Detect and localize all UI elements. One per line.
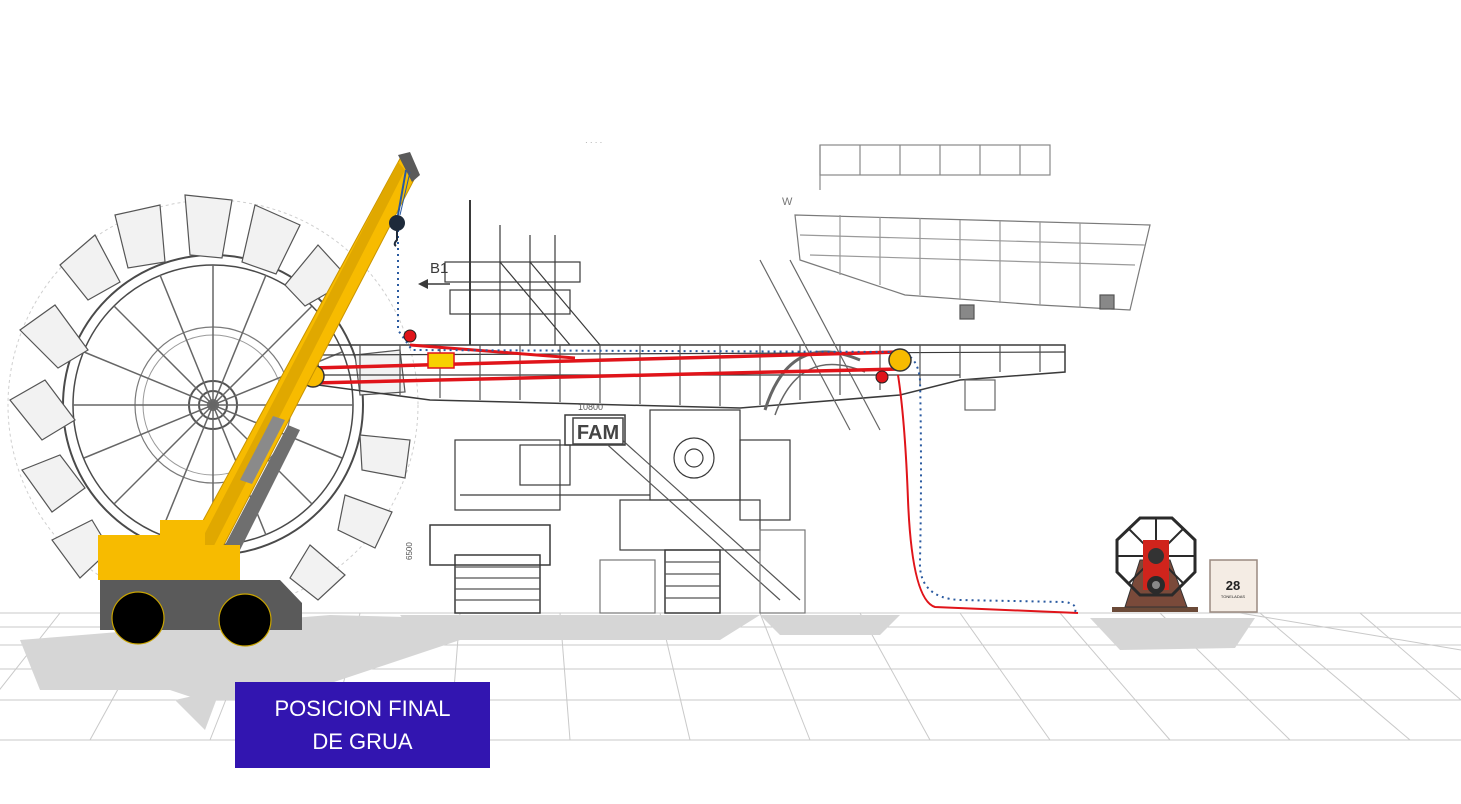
- rigging-line-upper: [312, 350, 901, 370]
- crane-wheel-rear: [218, 593, 272, 647]
- cable-red: [897, 374, 1079, 614]
- pulley-right: [888, 348, 912, 372]
- final-position-line1: POSICION FINAL: [274, 696, 451, 721]
- crane-wheel-front: [111, 591, 165, 645]
- arrow-b1-head: [418, 279, 428, 289]
- crane-boom-tip: [398, 152, 420, 182]
- winch-reel: [1115, 516, 1197, 597]
- cable-winch: [1112, 516, 1198, 612]
- mobile-crane: [98, 152, 420, 647]
- weight-box: 28 TONELADAS: [1209, 559, 1258, 613]
- fam-logo: FAM: [577, 422, 619, 444]
- rigging: [301, 230, 1079, 614]
- final-position-label: POSICION FINAL DE GRUA: [235, 682, 490, 768]
- final-position-line2: DE GRUA: [312, 729, 413, 754]
- crane-hydraulic-ram: [225, 425, 300, 550]
- label-dots: · · · ·: [585, 138, 602, 147]
- excavator-structure: [317, 144, 1151, 614]
- load-block: [427, 352, 455, 369]
- rigging-link: [409, 343, 576, 360]
- crane-hook-block: [389, 215, 405, 231]
- label-w: W: [782, 196, 793, 208]
- marker-red-top: [403, 329, 417, 343]
- rigging-line-lower: [312, 367, 901, 385]
- weight-unit: TONELADAS: [1221, 594, 1245, 599]
- crane-hook-line: [397, 169, 407, 216]
- cable-blue-dotted: [397, 230, 1077, 613]
- label-dimension-6500: 6500: [405, 542, 414, 560]
- weight-value: 28: [1226, 578, 1240, 593]
- marker-red-right: [875, 370, 889, 384]
- label-dimension-10800: 10800: [578, 402, 603, 412]
- ground-shadows: [20, 615, 1255, 730]
- label-b1: B1: [430, 260, 448, 277]
